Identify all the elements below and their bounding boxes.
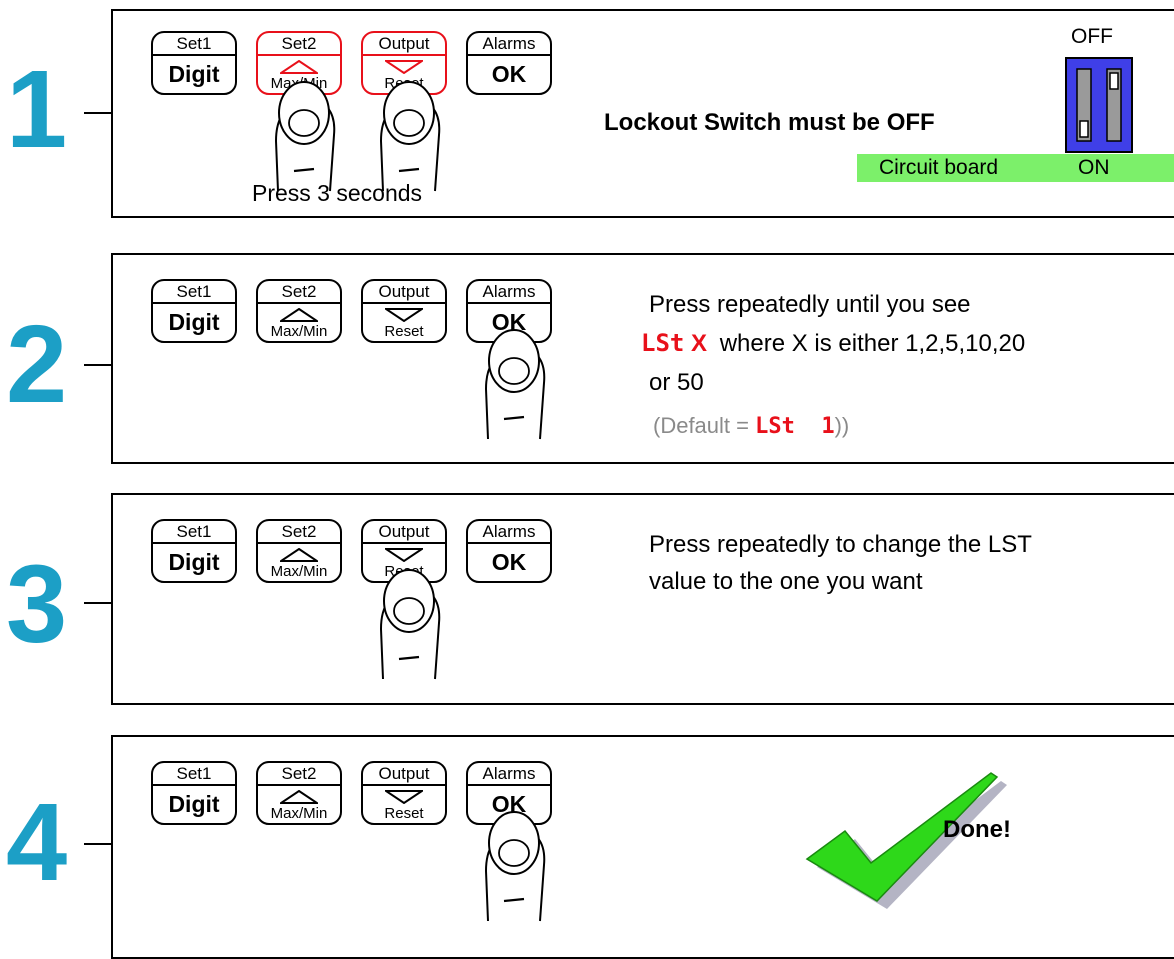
set2-label: Set2 <box>258 763 340 786</box>
reset-label: Reset <box>363 806 445 822</box>
output-label: Output <box>363 763 445 786</box>
step-4-number: 4 <box>6 788 86 898</box>
circuit-board: Circuit board ON <box>857 154 1174 182</box>
alarms-ok-button[interactable]: Alarms OK <box>466 519 552 583</box>
lockout-instruction: Lockout Switch must be OFF <box>604 106 935 139</box>
set1-label: Set1 <box>153 763 235 786</box>
finger-icon <box>379 567 443 682</box>
ok-label: OK <box>468 543 550 581</box>
step-4-leader <box>84 843 114 845</box>
set1-digit-button[interactable]: Set1 Digit <box>151 31 237 95</box>
down-arrow-icon <box>385 790 423 804</box>
set1-digit-button[interactable]: Set1 Digit <box>151 279 237 343</box>
lst-display-code: LSt <box>641 329 684 357</box>
output-down-button[interactable]: Output Reset <box>361 761 447 825</box>
output-down-button[interactable]: Output Reset <box>361 279 447 343</box>
finger-icon <box>484 809 548 924</box>
alarms-label: Alarms <box>468 281 550 304</box>
set1-digit-button[interactable]: Set1 Digit <box>151 761 237 825</box>
set2-up-button[interactable]: Set2 Max/Min <box>256 279 342 343</box>
finger-icon <box>484 327 548 442</box>
alarms-label: Alarms <box>468 33 550 56</box>
step-3-line2: value to the one you want <box>649 565 923 598</box>
default-note: (Default = LSt 1)) <box>653 409 849 443</box>
output-label: Output <box>363 521 445 544</box>
lst-x-description: where X is either 1,2,5,10,20 <box>720 330 1026 357</box>
ok-label: OK <box>468 55 550 93</box>
set1-label: Set1 <box>153 33 235 56</box>
step-2-number: 2 <box>6 310 86 420</box>
step-1-leader <box>84 112 114 114</box>
set1-label: Set1 <box>153 521 235 544</box>
digit-label: Digit <box>153 543 235 581</box>
switch-on-label: ON <box>1078 156 1110 180</box>
set2-up-button[interactable]: Set2 Max/Min <box>256 519 342 583</box>
alarms-ok-button[interactable]: Alarms OK <box>466 31 552 95</box>
set2-up-button[interactable]: Set2 Max/Min <box>256 761 342 825</box>
max-min-label: Max/Min <box>258 564 340 580</box>
step-3-leader <box>84 602 114 604</box>
output-label: Output <box>363 281 445 304</box>
step-3-line1: Press repeatedly to change the LST <box>649 528 1032 561</box>
reset-label: Reset <box>363 324 445 340</box>
set1-digit-button[interactable]: Set1 Digit <box>151 519 237 583</box>
max-min-label: Max/Min <box>258 324 340 340</box>
up-arrow-icon <box>280 308 318 322</box>
switch-off-label: OFF <box>1071 25 1113 49</box>
default-prefix: (Default = <box>653 413 755 438</box>
circuit-board-label: Circuit board <box>879 156 998 180</box>
press-3-seconds-caption: Press 3 seconds <box>252 177 422 210</box>
alarms-label: Alarms <box>468 763 550 786</box>
step-2-leader <box>84 364 114 366</box>
max-min-label: Max/Min <box>258 806 340 822</box>
step-2-line1: Press repeatedly until you see <box>649 288 971 321</box>
step-3-number: 3 <box>6 550 86 660</box>
down-arrow-icon <box>385 60 423 74</box>
set2-label: Set2 <box>258 521 340 544</box>
done-label: Done! <box>943 813 1011 846</box>
down-arrow-icon <box>385 308 423 322</box>
step-1-panel: Set1 Digit Set2 Max/Min Output Reset Ala… <box>111 9 1174 218</box>
set2-label: Set2 <box>258 33 340 56</box>
set2-label: Set2 <box>258 281 340 304</box>
up-arrow-icon <box>280 548 318 562</box>
step-3-panel: Set1 Digit Set2 Max/Min Output Reset Ala… <box>111 493 1174 705</box>
set1-label: Set1 <box>153 281 235 304</box>
lst-x-placeholder: X <box>691 330 707 357</box>
default-lst-code: LSt 1 <box>755 414 834 439</box>
up-arrow-icon <box>280 60 318 74</box>
digit-label: Digit <box>153 303 235 341</box>
step-2-panel: Set1 Digit Set2 Max/Min Output Reset Ala… <box>111 253 1174 464</box>
step-4-panel: Set1 Digit Set2 Max/Min Output Reset Ala… <box>111 735 1174 959</box>
alarms-label: Alarms <box>468 521 550 544</box>
output-label: Output <box>363 33 445 56</box>
digit-label: Digit <box>153 785 235 823</box>
step-1-number: 1 <box>6 55 86 165</box>
default-suffix: )) <box>835 413 850 438</box>
up-arrow-icon <box>280 790 318 804</box>
step-2-line2: LSt X where X is either 1,2,5,10,20 <box>641 327 1025 360</box>
step-2-line3: or 50 <box>649 366 704 399</box>
digit-label: Digit <box>153 55 235 93</box>
lockout-dip-switch-icon <box>1065 57 1137 155</box>
down-arrow-icon <box>385 548 423 562</box>
